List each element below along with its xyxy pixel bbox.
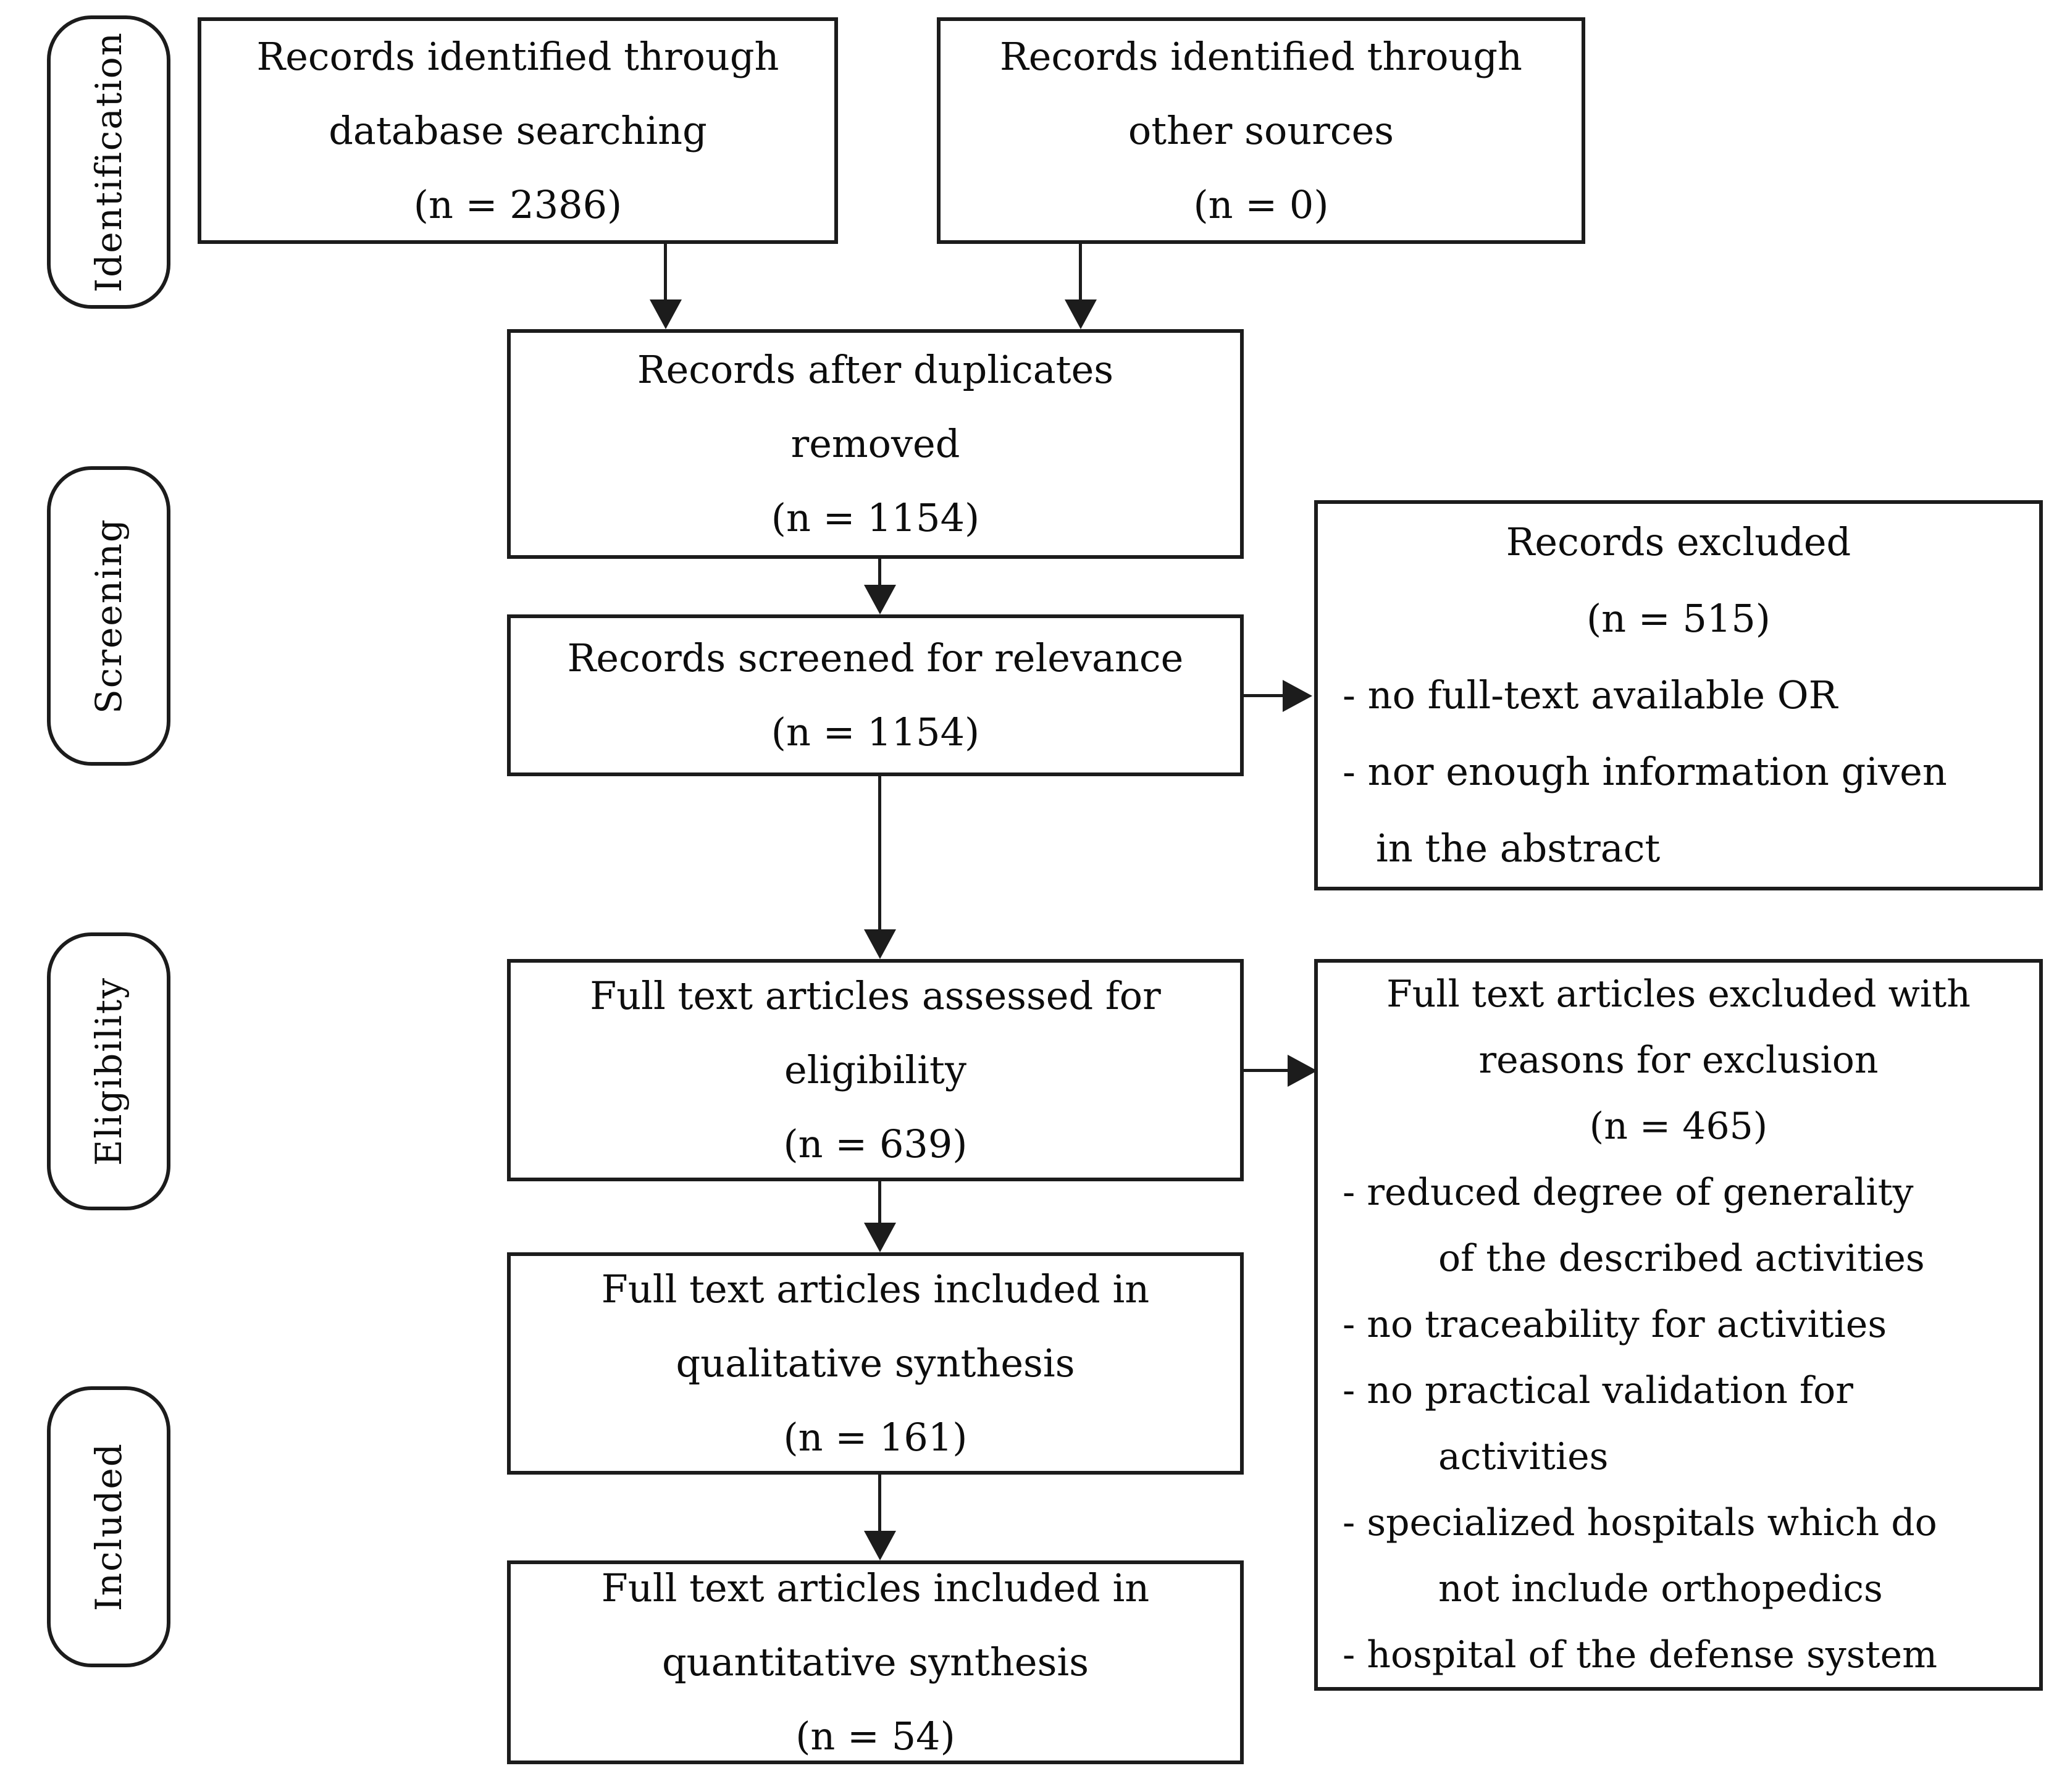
- box-records-identified-other-sources: Records identified through other sources…: [937, 17, 1585, 244]
- text-line: (n = 1154): [771, 495, 980, 540]
- text-line: qualitative synthesis: [676, 1341, 1075, 1386]
- arrow-right-icon: [1288, 1055, 1317, 1087]
- flow-arrow-line: [1244, 694, 1283, 697]
- text-line: eligibility: [784, 1047, 966, 1092]
- box-fulltext-excluded: Full text articles excluded with reasons…: [1314, 959, 2043, 1691]
- text-line: quantitative synthesis: [661, 1639, 1089, 1685]
- stage-label-text: Screening: [88, 518, 130, 714]
- text-line: reasons for exclusion: [1478, 1039, 1879, 1082]
- text-line: removed: [790, 421, 960, 466]
- arrow-down-icon: [1065, 299, 1097, 329]
- text-line: (n = 161): [783, 1415, 968, 1460]
- text-line: - specialized hospitals which do: [1343, 1501, 1937, 1544]
- text-line: - no practical validation for: [1343, 1369, 1853, 1412]
- text-line: other sources: [1128, 107, 1394, 153]
- text-line: database searching: [329, 107, 707, 153]
- arrow-down-icon: [864, 585, 896, 614]
- box-records-after-duplicates-removed: Records after duplicates removed (n = 11…: [507, 329, 1244, 559]
- text-line: - nor enough information given: [1343, 749, 1947, 794]
- text-line: activities: [1438, 1435, 1609, 1478]
- text-line: not include orthopedics: [1438, 1567, 1883, 1610]
- text-line: of the described activities: [1438, 1237, 1925, 1280]
- flow-arrow-line: [878, 776, 881, 931]
- flow-arrow-line: [878, 1475, 881, 1532]
- text-line: Full text articles included in: [601, 1267, 1150, 1312]
- arrow-down-icon: [650, 299, 682, 329]
- text-line: (n = 54): [795, 1714, 955, 1759]
- flow-arrow-line: [878, 559, 881, 587]
- text-line: Full text articles excluded with: [1386, 973, 1971, 1016]
- arrow-right-icon: [1283, 680, 1312, 712]
- text-line: (n = 0): [1193, 182, 1329, 227]
- flow-arrow-line: [664, 244, 667, 301]
- text-line: (n = 1154): [771, 710, 980, 755]
- text-line: (n = 2386): [413, 182, 622, 227]
- text-line: - no traceability for activities: [1343, 1303, 1887, 1346]
- box-records-screened: Records screened for relevance (n = 1154…: [507, 614, 1244, 776]
- box-records-excluded: Records excluded (n = 515) - no full-tex…: [1314, 500, 2043, 890]
- stage-label-included: Included: [47, 1386, 170, 1667]
- text-line: in the abstract: [1376, 826, 1661, 871]
- text-line: (n = 639): [783, 1121, 968, 1166]
- box-quantitative-synthesis: Full text articles included in quantitat…: [507, 1560, 1244, 1764]
- stage-label-text: Included: [88, 1442, 130, 1612]
- text-line: Records after duplicates: [637, 347, 1114, 392]
- stage-label-screening: Screening: [47, 466, 170, 766]
- text-line: - reduced degree of generality: [1343, 1171, 1914, 1214]
- box-fulltext-assessed: Full text articles assessed for eligibil…: [507, 959, 1244, 1181]
- stage-label-identification: Identification: [47, 15, 170, 309]
- text-line: (n = 515): [1586, 596, 1771, 641]
- flow-arrow-line: [878, 1181, 881, 1224]
- stage-label-eligibility: Eligibility: [47, 932, 170, 1210]
- text-line: Full text articles included in: [601, 1565, 1150, 1610]
- stage-label-text: Identification: [88, 31, 130, 293]
- stage-label-text: Eligibility: [88, 977, 130, 1166]
- text-line: Records identified through: [1000, 33, 1522, 79]
- box-records-identified-database: Records identified through database sear…: [198, 17, 838, 244]
- text-line: Records screened for relevance: [567, 635, 1184, 680]
- flow-arrow-line: [1244, 1069, 1288, 1072]
- text-line: Full text articles assessed for: [590, 973, 1161, 1018]
- text-line: Records identified through: [256, 33, 779, 79]
- arrow-down-icon: [864, 1223, 896, 1252]
- arrow-down-icon: [864, 1531, 896, 1560]
- text-line: Records excluded: [1506, 519, 1851, 564]
- text-line: (n = 465): [1589, 1105, 1768, 1148]
- arrow-down-icon: [864, 929, 896, 959]
- flow-arrow-line: [1079, 244, 1082, 301]
- text-line: - hospital of the defense system: [1343, 1633, 1938, 1677]
- box-qualitative-synthesis: Full text articles included in qualitati…: [507, 1252, 1244, 1475]
- text-line: - no full-text available OR: [1343, 672, 1838, 718]
